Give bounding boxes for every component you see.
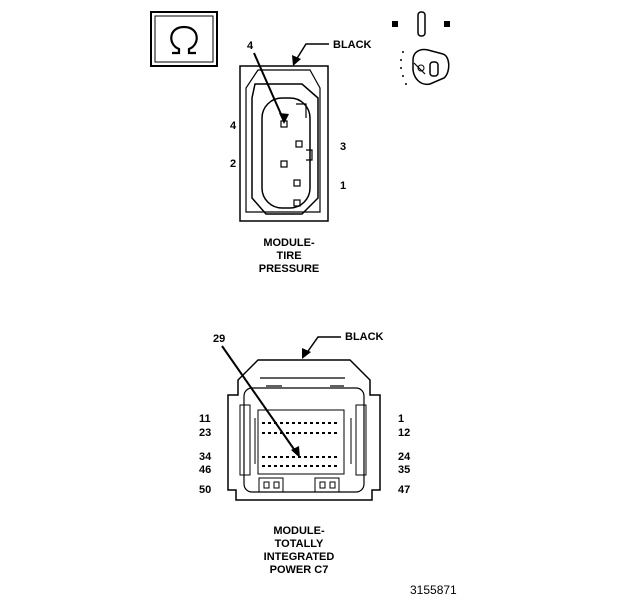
color-callout-line [295, 43, 329, 61]
figure-id: 3155871 [410, 583, 457, 597]
pin-label-left-top: 4 [230, 120, 237, 132]
connector-caption: MODULE- TOTALLY INTEGRATED POWER C7 [263, 525, 335, 576]
omega-symbol-icon [150, 11, 218, 67]
pin-label-right-bottom: 1 [340, 180, 347, 192]
pin-label-left-bottom: 2 [230, 158, 237, 170]
color-callout-line [305, 336, 341, 355]
connector-caption: MODULE- TIRE PRESSURE [258, 237, 320, 275]
pin-label-right-top: 3 [340, 141, 347, 153]
connector-color-label: BLACK [333, 39, 372, 51]
tipm-c7-connector [227, 359, 381, 501]
pin-callout-line [253, 52, 285, 122]
pin-label: 1 [398, 413, 405, 425]
key-fob-icon [392, 11, 450, 86]
pin-label: 34 [199, 451, 212, 463]
pin-label: 11 [199, 413, 211, 425]
pin-label: 35 [398, 464, 411, 476]
pin-label: 24 [398, 451, 411, 463]
pin-label: 47 [398, 484, 411, 496]
connector-color-label: BLACK [345, 331, 384, 343]
pin-callout-line [221, 345, 299, 456]
callout-pin-number: 4 [247, 40, 254, 52]
pin-label: 50 [199, 484, 212, 496]
callout-pin-number: 29 [213, 333, 226, 345]
pin-label: 23 [199, 427, 212, 439]
tire-pressure-connector [239, 65, 329, 222]
pin-label: 12 [398, 427, 411, 439]
pin-label: 46 [199, 464, 212, 476]
